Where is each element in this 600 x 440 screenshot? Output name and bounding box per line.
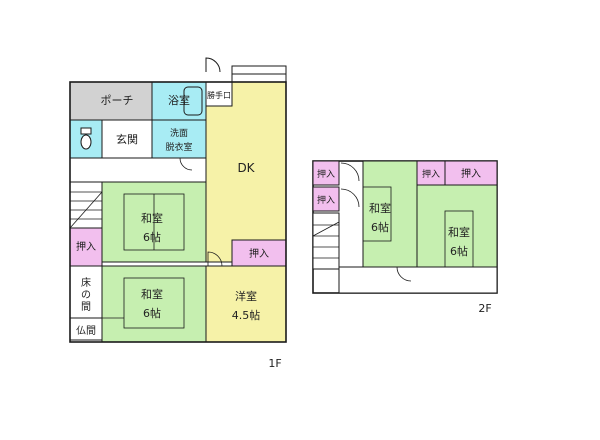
yoshitsu-name: 洋室 [235, 289, 257, 303]
dk-label: DK [237, 161, 255, 175]
washitsu-right-name: 和室 [448, 225, 470, 239]
oshiire-left-label: 押入 [76, 240, 96, 253]
toilet-tank-icon [80, 127, 92, 135]
tokonoma-label-2: の [81, 290, 91, 301]
oshiire-b-room [312, 186, 340, 212]
back-door-area-overlay [205, 81, 233, 107]
back-door-swing [205, 57, 221, 73]
washroom-door-swing [179, 157, 193, 171]
closet-door-swing [340, 162, 360, 182]
bath-label: 浴室 [168, 93, 190, 107]
toilet-icon [80, 134, 92, 150]
stair-diagonal [69, 191, 103, 229]
oshiire-dk-label: 押入 [249, 247, 269, 260]
outer-wall-1f [69, 81, 287, 343]
back-door-label: 勝手口 [207, 90, 231, 100]
stairs-2f [312, 212, 340, 270]
washroom-room [151, 119, 207, 159]
washroom-label-line2: 脱衣室 [165, 141, 192, 153]
oshiire-c-label: 押入 [422, 168, 440, 180]
floor-1 [69, 57, 287, 343]
oshiire-b-label: 押入 [317, 194, 335, 206]
washitsu-center-size: 6帖 [371, 221, 389, 234]
yoshitsu-room [205, 265, 287, 343]
hall-door-swing [396, 266, 412, 282]
tokonoma-label-1: 床 [81, 276, 91, 289]
stair-diagonal [312, 221, 340, 237]
floor-2-label: 2F [478, 302, 491, 315]
oshiire-d-label: 押入 [461, 167, 481, 180]
oshiire-a-room [312, 160, 340, 186]
porch-room [69, 81, 153, 121]
entrance-label: 玄関 [116, 132, 138, 146]
closet-door-swing [340, 188, 360, 208]
hall-2f [338, 266, 498, 294]
floor-2 [312, 160, 498, 294]
porch-label: ポーチ [101, 94, 134, 107]
yoshitsu-size: 4.5帖 [232, 309, 261, 322]
bathtub [183, 86, 203, 116]
oshiire-d-room [444, 160, 498, 186]
washitsu-lower-size: 6帖 [143, 307, 161, 320]
yoshitsu-door-swing [207, 251, 223, 267]
washitsu-center-name: 和室 [369, 201, 391, 215]
tatami-outline [123, 277, 185, 329]
entrance-room [101, 119, 153, 159]
floor-1-label: 1F [268, 357, 281, 370]
oshiire-left-room [69, 227, 103, 267]
washitsu-lower-name: 和室 [141, 287, 163, 301]
washitsu-upper-size: 6帖 [143, 231, 161, 244]
tatami-outline [362, 186, 392, 242]
washitsu-upper-name: 和室 [141, 211, 163, 225]
bath-room [151, 81, 207, 121]
butsuma-label: 仏間 [76, 325, 96, 337]
washroom-label-line1: 洗面 [170, 127, 188, 139]
stairs-1f [69, 181, 103, 229]
tokonoma-label-3: 間 [81, 301, 91, 313]
oshiire-a-label: 押入 [317, 168, 335, 180]
washitsu-right-size: 6帖 [450, 245, 468, 258]
washitsu-lower-room [101, 265, 207, 343]
oshiire-dk-room [231, 239, 287, 267]
